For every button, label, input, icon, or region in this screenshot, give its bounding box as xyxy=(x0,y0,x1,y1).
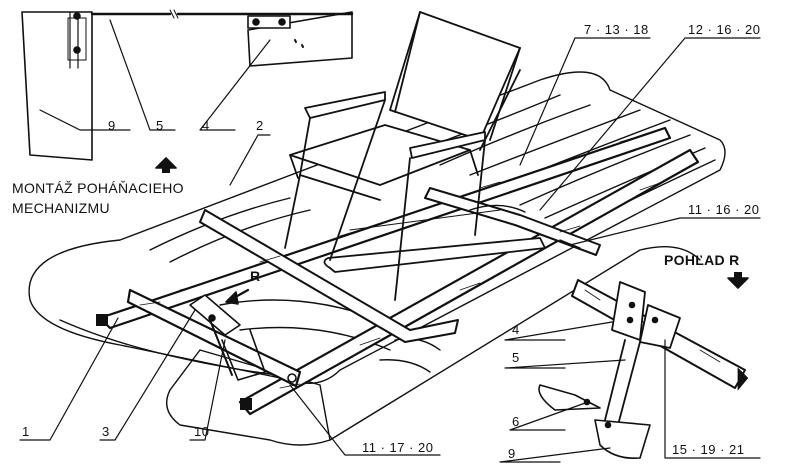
detail-label-5: 5 xyxy=(512,350,520,365)
label-1: 1 xyxy=(22,424,30,439)
caption-view-r: POHĽAD R xyxy=(664,252,740,268)
label-11-17-20: 11 · 17 · 20 xyxy=(362,440,434,455)
frame-beams xyxy=(98,126,700,416)
drive-mechanism xyxy=(189,294,297,383)
label-2: 2 xyxy=(256,118,264,133)
label-7-13-18: 7 · 13 · 18 xyxy=(584,22,649,37)
detail-label-6: 6 xyxy=(512,414,520,429)
arrow-r-label: R xyxy=(250,268,261,284)
label-top-4: 4 xyxy=(202,118,210,133)
label-3: 3 xyxy=(102,424,110,439)
mounting-detail xyxy=(21,9,354,161)
label-top-9: 9 xyxy=(108,118,116,133)
detail-label-4: 4 xyxy=(512,322,520,337)
folding-chair xyxy=(284,11,521,301)
detail-view-r xyxy=(538,279,749,460)
label-11-16-20: 11 · 16 · 20 xyxy=(688,202,760,217)
caption-mount-line1: MONTÁŽ POHÁŇACIEHO xyxy=(12,180,184,196)
caption-mount-line2: MECHANIZMU xyxy=(12,200,110,216)
detail-label-9: 9 xyxy=(508,446,516,461)
label-10: 10 xyxy=(194,424,210,439)
detail-label-15-19-21: 15 · 19 · 21 xyxy=(672,442,745,457)
label-12-16-20: 12 · 16 · 20 xyxy=(688,22,761,37)
label-top-5: 5 xyxy=(156,118,164,133)
